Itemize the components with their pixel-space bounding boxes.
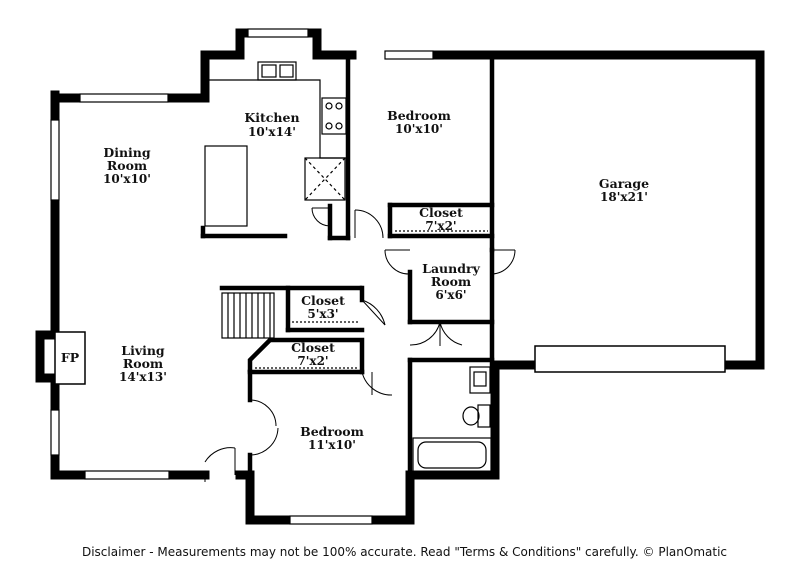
bathtub-icon [412, 437, 492, 473]
kitchen-sink-icon [257, 61, 297, 81]
toilet-icon [462, 404, 491, 428]
garage-name: Garage [599, 176, 649, 191]
door-swings [204, 207, 516, 482]
bedroom-top-name: Bedroom [387, 108, 451, 123]
closet-low-name: Closet [291, 340, 335, 355]
dining-name-2: Room [107, 158, 147, 173]
laundry-name-1: Laundry [422, 261, 480, 276]
bedroom-top-dim: 10'x10' [395, 122, 443, 136]
closet-top-dim: 7'x2' [425, 219, 456, 233]
living-name-1: Living [121, 343, 165, 358]
closet-top-name: Closet [419, 205, 463, 220]
bedroom-bottom-dim: 11'x10' [308, 438, 356, 452]
living-name-2: Room [123, 356, 163, 371]
bath-sink-icon [469, 366, 491, 394]
interior-walls [200, 52, 495, 478]
kitchen-island [204, 145, 248, 227]
dining-name-1: Dining [103, 145, 151, 160]
room-labels: Kitchen 10'x14' Dining Room 10'x10' Bedr… [61, 108, 649, 452]
stairs-icon [221, 292, 275, 339]
kitchen-name: Kitchen [244, 110, 299, 125]
exterior-walls [35, 28, 765, 525]
laundry-dim: 6'x6' [435, 288, 466, 302]
living-dim: 14'x13' [119, 370, 167, 384]
stove-icon [321, 97, 347, 135]
disclaimer: Disclaimer - Measurements may not be 100… [81, 545, 728, 559]
closet-mid-dim: 5'x3' [307, 307, 338, 321]
fixtures [204, 61, 492, 473]
dining-dim: 10'x10' [103, 172, 151, 186]
bedroom-bottom-name: Bedroom [300, 424, 364, 439]
closet-mid-name: Closet [301, 293, 345, 308]
windows [50, 28, 726, 525]
kitchen-dim: 10'x14' [248, 125, 296, 139]
refrigerator-icon [304, 157, 346, 201]
fireplace-box [54, 331, 86, 385]
fireplace-label: FP [61, 350, 80, 365]
closet-low-dim: 7'x2' [297, 354, 328, 368]
garage-dim: 18'x21' [600, 190, 648, 204]
laundry-name-2: Room [431, 274, 471, 289]
